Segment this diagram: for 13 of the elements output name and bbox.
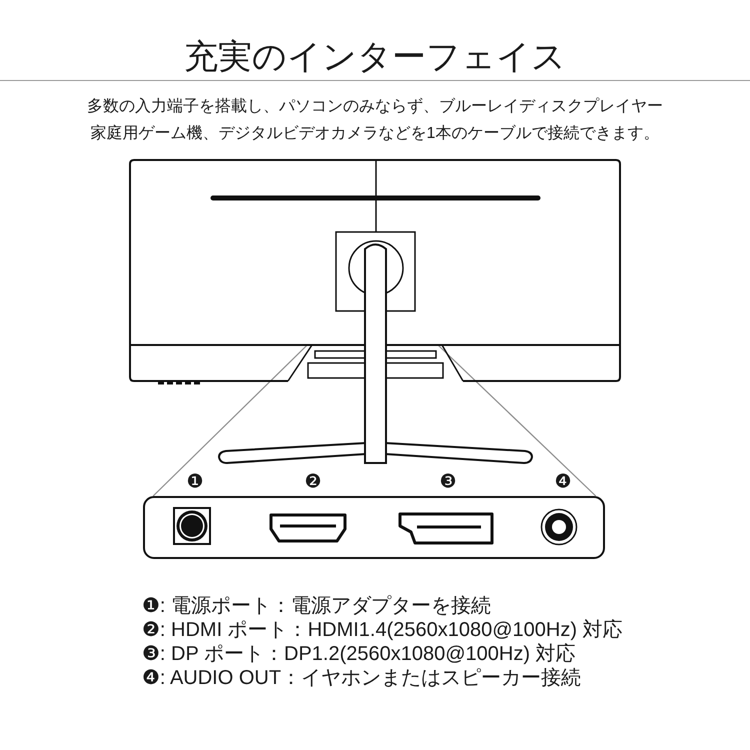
leader-line xyxy=(152,344,308,496)
title: 充実のインターフェイス xyxy=(184,37,566,77)
callout-number: ❹ xyxy=(554,472,572,492)
port-note: ❷: HDMI ポート：HDMI1.4(2560x1080@100Hz) 対応 xyxy=(142,618,623,642)
leader-line xyxy=(438,344,596,496)
port-note: ❹: AUDIO OUT：イヤホンまたはスピーカー接続 xyxy=(142,666,582,690)
port-note: ❶: 電源ポート：電源アダプターを接続 xyxy=(142,594,492,618)
callout-number: ❶ xyxy=(186,472,204,492)
description-text: 多数の入力端子を搭載し、パソコンのみならず、ブルーレイディスクプレイヤー家庭用ゲーム機、デジタルビデオカメラなどを1本のケーブルで接続できます。 xyxy=(86,96,664,144)
callout-number: ❸ xyxy=(439,472,457,492)
callout-number: ❷ xyxy=(304,472,322,492)
port-note: ❸: DP ポート：DP1.2(2560x1080@100Hz) 対応 xyxy=(142,642,576,666)
port-panel xyxy=(143,496,605,559)
